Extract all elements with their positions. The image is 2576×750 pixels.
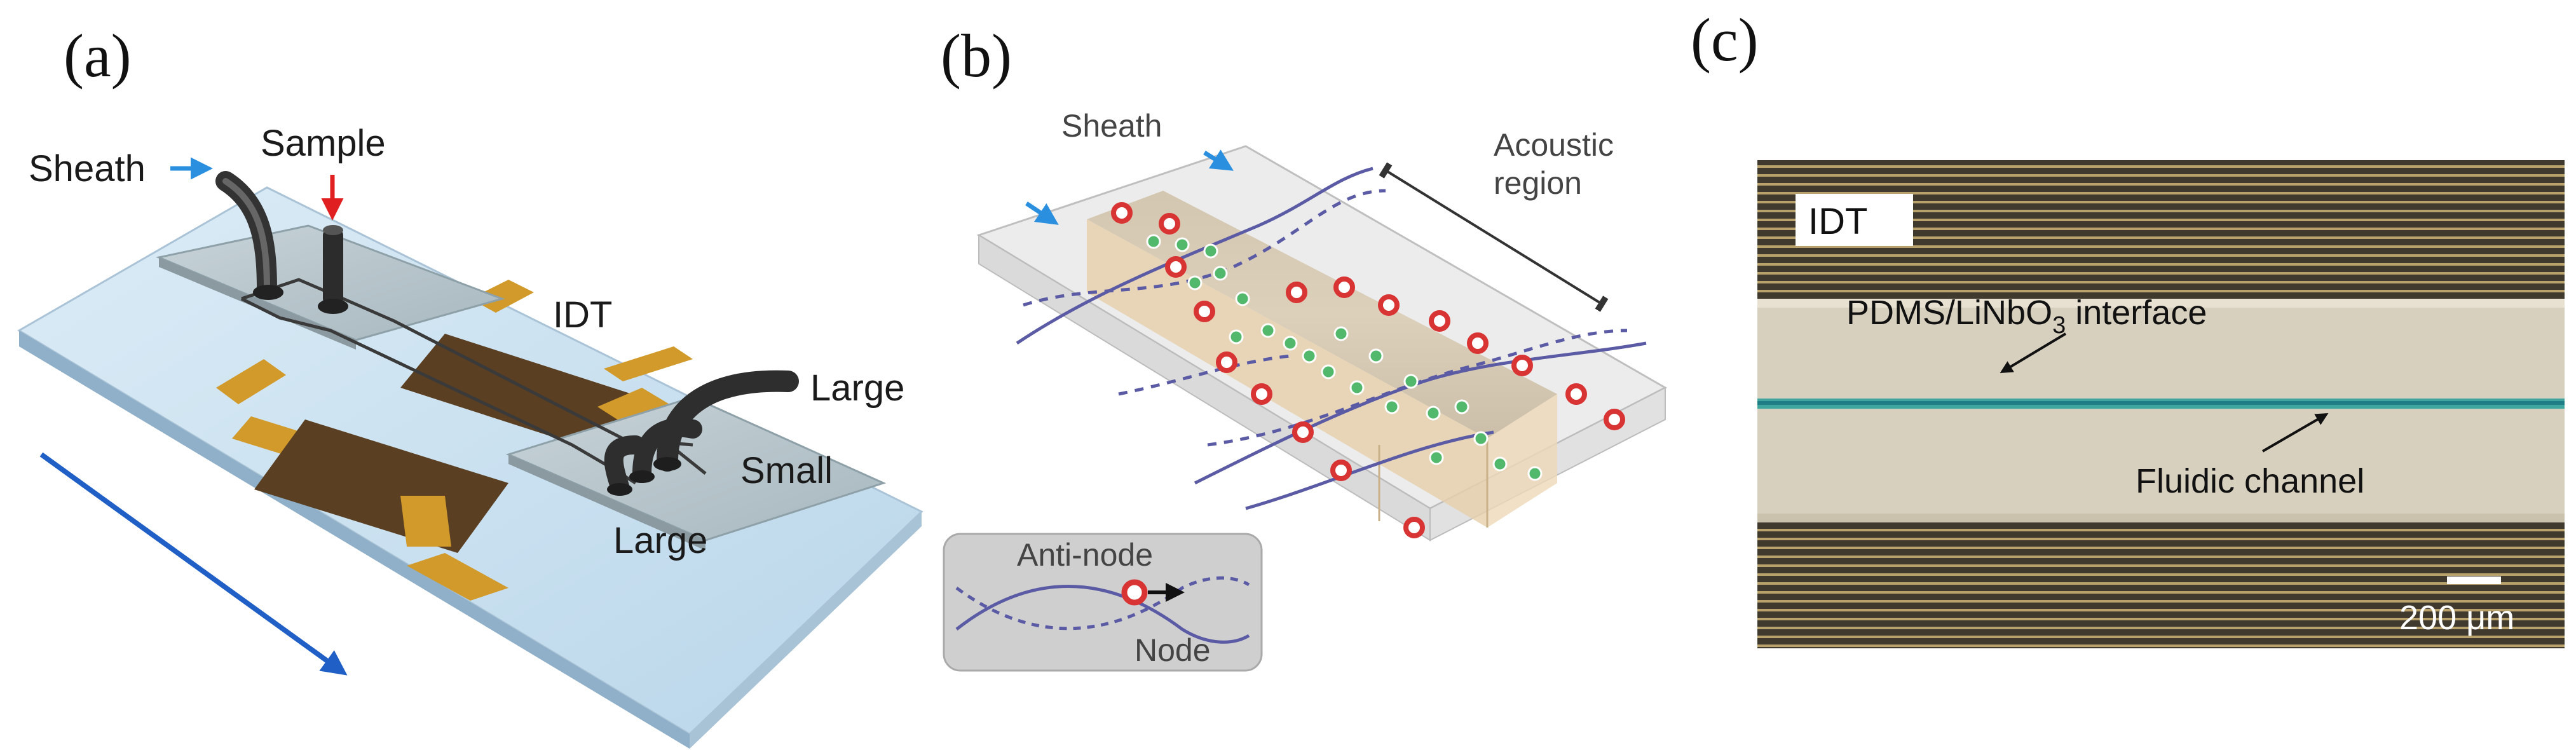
scale-label: 200 μm bbox=[2399, 599, 2514, 637]
panel-c-letter: (c) bbox=[1691, 6, 1759, 74]
large-particles bbox=[1111, 202, 1625, 538]
acoustic-region-bracket bbox=[1379, 162, 1609, 312]
scale-bar bbox=[2447, 576, 2501, 584]
node-label: Node bbox=[1135, 632, 1211, 668]
pdms-region bbox=[1757, 299, 2565, 522]
node-inset: Anti-node Node bbox=[943, 533, 1263, 672]
small-particles bbox=[1146, 234, 1543, 481]
idt-label-c: IDT bbox=[1808, 201, 1867, 242]
acoustic-region-label-line2: region bbox=[1494, 165, 1582, 201]
panel-a: (a) bbox=[17, 22, 923, 749]
idt-left bbox=[216, 359, 508, 601]
sample-tube bbox=[323, 229, 343, 305]
idt-label-a: IDT bbox=[553, 294, 612, 336]
idt-label-box bbox=[1796, 194, 1913, 246]
anti-node-label: Anti-node bbox=[1017, 537, 1153, 573]
small-label: Small bbox=[740, 450, 833, 491]
electrode-stripes-bottom bbox=[1757, 529, 2565, 647]
interface-label: PDMS/LiNbO3 interface bbox=[1846, 294, 2207, 339]
sample-label: Sample bbox=[261, 123, 386, 164]
idt-right bbox=[400, 280, 693, 451]
sheath-arrow-b1 bbox=[1025, 201, 1059, 225]
interface-label-suffix: interface bbox=[2066, 294, 2207, 332]
substrate-side bbox=[690, 512, 922, 749]
sheath-label-a: Sheath bbox=[29, 148, 146, 189]
large-label-top: Large bbox=[810, 367, 904, 409]
panel-c: (c) bbox=[1691, 6, 2565, 648]
panel-b: (b) bbox=[941, 22, 1668, 672]
acoustic-region-label-line1: Acoustic bbox=[1494, 127, 1614, 163]
channel-arrow bbox=[2261, 412, 2329, 453]
outlet-glass bbox=[505, 396, 887, 542]
fluidic-channel-label: Fluidic channel bbox=[2136, 462, 2364, 500]
flow-arrow bbox=[39, 452, 348, 676]
interface-label-sub: 3 bbox=[2052, 312, 2066, 339]
small-outlet-tube bbox=[632, 418, 702, 483]
panel-b-letter: (b) bbox=[941, 22, 1012, 90]
sheath-arrow-b2 bbox=[1203, 149, 1234, 171]
sheath-label-b: Sheath bbox=[1061, 108, 1162, 144]
substrate-edge bbox=[19, 331, 690, 749]
large-outlet-tube-top bbox=[657, 370, 799, 472]
interface-label-prefix: PDMS/LiNbO bbox=[1846, 294, 2052, 332]
panel-a-letter: (a) bbox=[64, 22, 132, 90]
large-outlet-tube-bottom bbox=[604, 435, 645, 496]
interface-arrow bbox=[2000, 332, 2067, 374]
large-label-bottom: Large bbox=[613, 520, 707, 561]
acoustic-waves bbox=[1016, 167, 1647, 510]
